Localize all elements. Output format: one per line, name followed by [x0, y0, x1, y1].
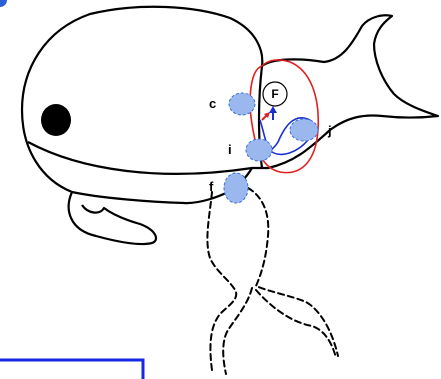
blob-f — [224, 173, 248, 203]
corner-marker-icon — [0, 0, 7, 7]
blue-frame — [0, 360, 143, 379]
blue-arrow-icon — [269, 106, 277, 120]
label-i: i — [228, 142, 232, 157]
eye — [41, 104, 71, 136]
tail-dashed-outline — [207, 188, 338, 374]
mouth-line — [28, 142, 252, 174]
blob-i — [246, 139, 272, 161]
label-j: j — [327, 123, 332, 138]
blob-j — [290, 119, 318, 141]
label-c: c — [209, 96, 216, 111]
label-F: F — [271, 87, 278, 101]
label-f: f — [209, 179, 214, 194]
blob-c — [229, 93, 255, 115]
red-arrow-icon — [262, 112, 270, 120]
